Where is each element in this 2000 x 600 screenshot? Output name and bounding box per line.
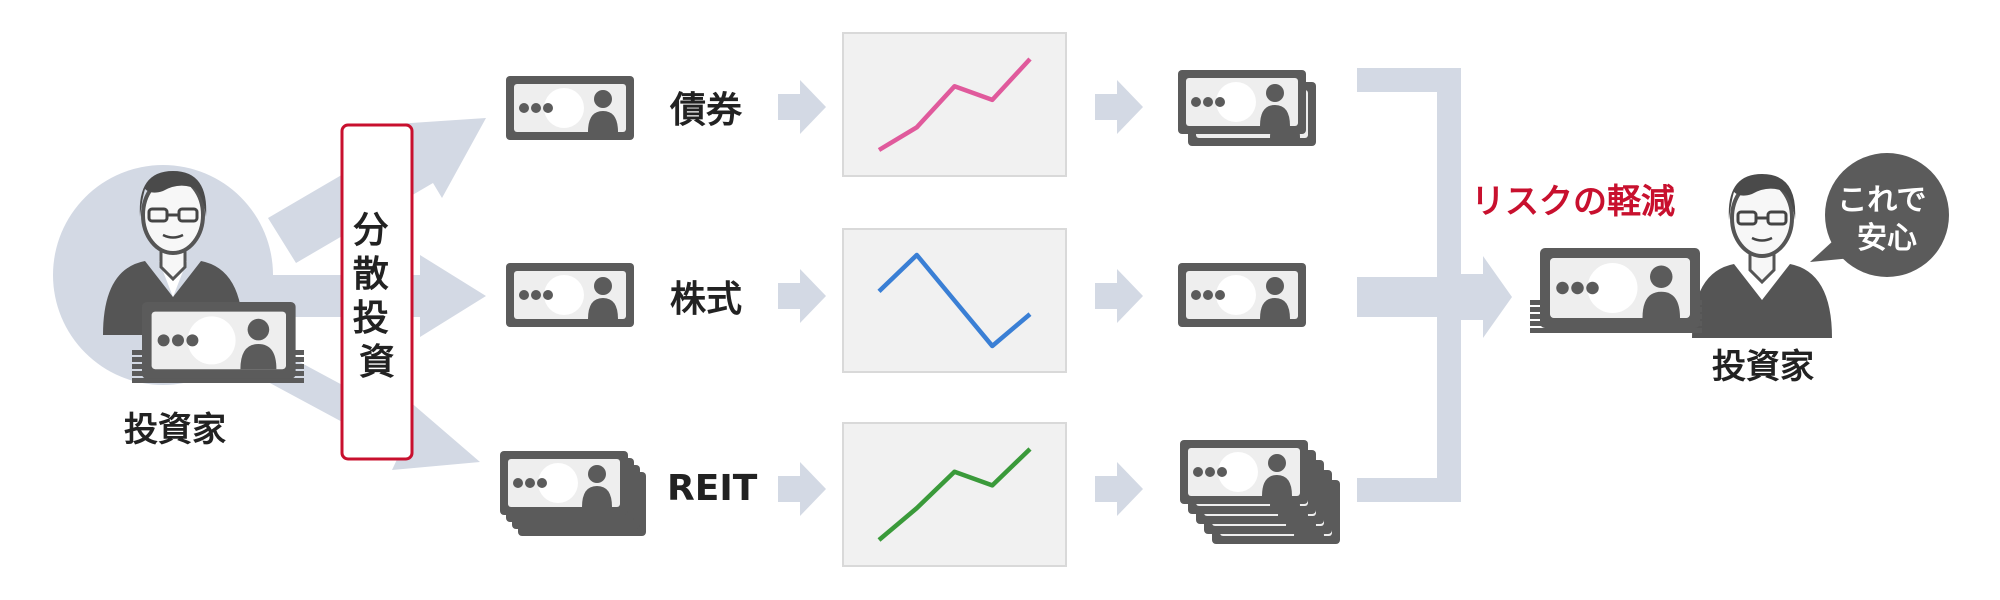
speech-line-2: 安心 [1857,221,1917,256]
speech-bubble: これで 安心 [1810,153,1949,277]
diversify-char-1: 分 [353,210,389,251]
row-bonds-money-out [1178,70,1316,146]
merge-middle-bar [1357,277,1461,317]
row-reit-trend-line [877,447,1032,542]
speech-bubble-text: これで 安心 [1837,183,1937,256]
row-stocks-money-out [1178,263,1306,327]
merge-bracket [1357,68,1512,502]
row-reit-chart-panel [842,422,1067,567]
row-bonds-asset-label: 債券 [669,90,743,131]
row-bonds-arrow-out [1095,80,1143,134]
investor-right-money-stack [1530,248,1702,333]
row-bonds-chart-panel [842,32,1067,177]
row-stocks-asset-label: 株式 [670,279,742,320]
row-stocks-money [506,263,634,327]
diversify-box [340,123,414,461]
row-stocks-arrow-in [778,269,826,323]
row-reit-money-out [1180,440,1340,544]
row-stocks-trend-line [877,252,1032,349]
row-bonds-money [506,76,634,140]
speech-line-1: これで [1837,183,1926,218]
diversify-char-4: 資 [359,342,395,383]
row-reit-arrow-in [778,462,826,516]
row-bonds-arrow-in [778,80,826,134]
diversify-char-2: 散 [353,254,389,295]
row-stocks: 株式 [506,228,1306,373]
row-stocks-arrow-out [1095,269,1143,323]
investor-left-label: 投資家 [124,410,226,450]
risk-reduction-label: リスクの軽減 [1471,182,1675,222]
row-reit-money [500,451,646,536]
row-reit-asset-label: REIT [667,468,758,509]
investor-left-money-stack [132,302,304,383]
diversify-char-3: 投 [353,298,389,339]
row-bonds-trend-line [877,57,1032,152]
investor-right-label: 投資家 [1712,347,1814,387]
row-reit: REIT [500,422,1340,567]
row-reit-arrow-out [1095,462,1143,516]
row-bonds: 債券 [506,32,1316,177]
investor-right-person [1690,172,1834,340]
diversify-box-label: 分 散 投 資 [353,210,402,383]
